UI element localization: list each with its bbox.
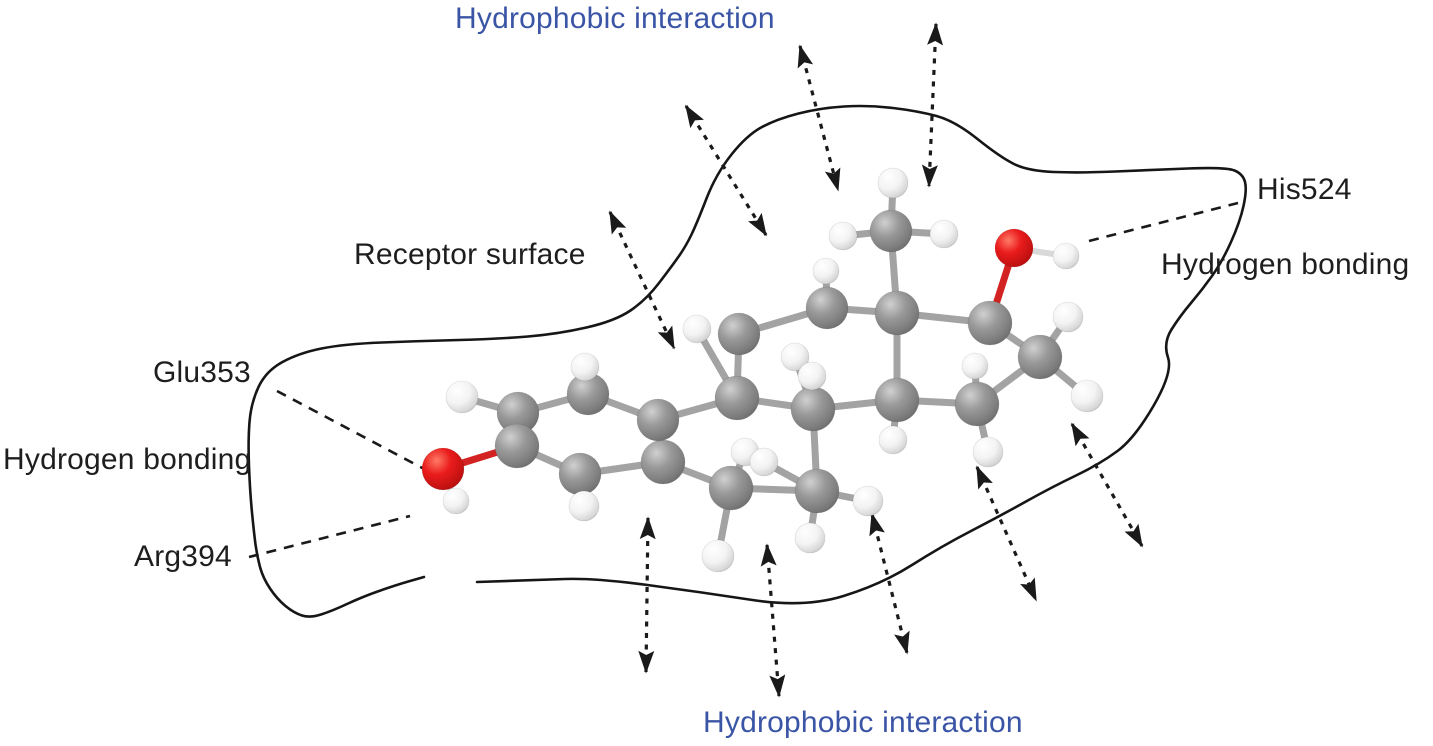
receptor-surface-outline <box>247 104 1248 618</box>
hydrophobic-interaction-label-top: Hydrophobic interaction <box>455 2 775 35</box>
hydrogen-atom <box>972 436 1004 468</box>
interaction-arrow-2 <box>797 44 841 192</box>
carbon-atom <box>640 439 686 485</box>
receptor-surface-path <box>247 104 1248 618</box>
hydrogen-atom <box>1052 301 1084 333</box>
hydrogen-atom <box>749 447 779 477</box>
hydrophobic-interaction-label-bottom: Hydrophobic interaction <box>703 706 1023 739</box>
interaction-arrow-6 <box>760 543 786 698</box>
carbon-atom <box>790 386 836 432</box>
glu353-hbond <box>276 389 429 473</box>
hydrogen-atom <box>877 167 909 199</box>
hydrogen-atom <box>929 219 959 249</box>
hydrogen-atom <box>878 425 908 455</box>
carbon-atom <box>494 423 540 469</box>
hydrogen-atom <box>797 361 827 391</box>
hydrogen-atom <box>794 522 826 554</box>
carbon-atom <box>717 312 761 356</box>
hydrophobic-interaction-arrows <box>608 22 1144 698</box>
oxygen-atom <box>421 447 465 491</box>
carbon-atom <box>967 300 1013 346</box>
hydrogen-atom <box>828 221 858 251</box>
hydrogen-atom <box>682 314 712 344</box>
his524-hbond <box>1088 201 1239 243</box>
carbon-atom <box>636 398 680 442</box>
hydrogen-atom <box>961 352 989 380</box>
hydrogen-atom <box>442 487 470 515</box>
carbon-atom <box>954 381 1000 427</box>
interaction-arrow-5 <box>638 516 656 674</box>
interaction-arrow-8 <box>975 465 1038 602</box>
carbon-atom <box>874 377 920 423</box>
carbon-atom <box>869 209 913 253</box>
oxygen-atom <box>994 228 1034 268</box>
hydrogen-atom <box>780 342 810 372</box>
carbon-atom <box>714 375 760 421</box>
interaction-arrow-3 <box>921 22 944 188</box>
carbon-atom <box>805 286 849 330</box>
interaction-arrow-9 <box>1070 422 1144 548</box>
hydrogen-atom <box>812 257 840 285</box>
carbon-atom <box>708 465 754 511</box>
hydrogen-atom <box>568 490 600 522</box>
hydrogen-bonding-label-left: Hydrogen bonding <box>3 443 252 476</box>
ligand-molecule <box>421 167 1104 573</box>
hydrogen-atom <box>701 539 735 573</box>
atoms <box>421 167 1104 573</box>
hydrogen-atom <box>1070 379 1104 413</box>
hydrogen-bond-lines <box>248 201 1239 559</box>
carbon-atom <box>794 468 840 514</box>
interaction-arrow-1 <box>684 104 768 237</box>
carbon-atom <box>558 452 602 496</box>
interaction-arrow-4 <box>608 210 676 350</box>
carbon-atom <box>1017 334 1063 380</box>
glu353-label: Glu353 <box>153 356 251 389</box>
hydrogen-bonding-label-right: Hydrogen bonding <box>1161 248 1410 281</box>
hydrogen-atom <box>852 485 884 517</box>
receptor-surface-label: Receptor surface <box>354 238 586 271</box>
hydrogen-atom <box>570 352 600 382</box>
arg394-hbond <box>248 514 411 559</box>
carbon-atom <box>874 290 920 336</box>
interaction-arrow-7 <box>869 512 910 655</box>
his524-label: His524 <box>1257 173 1352 206</box>
hydrogen-atom <box>445 380 479 414</box>
arg394-label: Arg394 <box>134 540 232 573</box>
hydrogen-atom <box>1052 242 1080 270</box>
